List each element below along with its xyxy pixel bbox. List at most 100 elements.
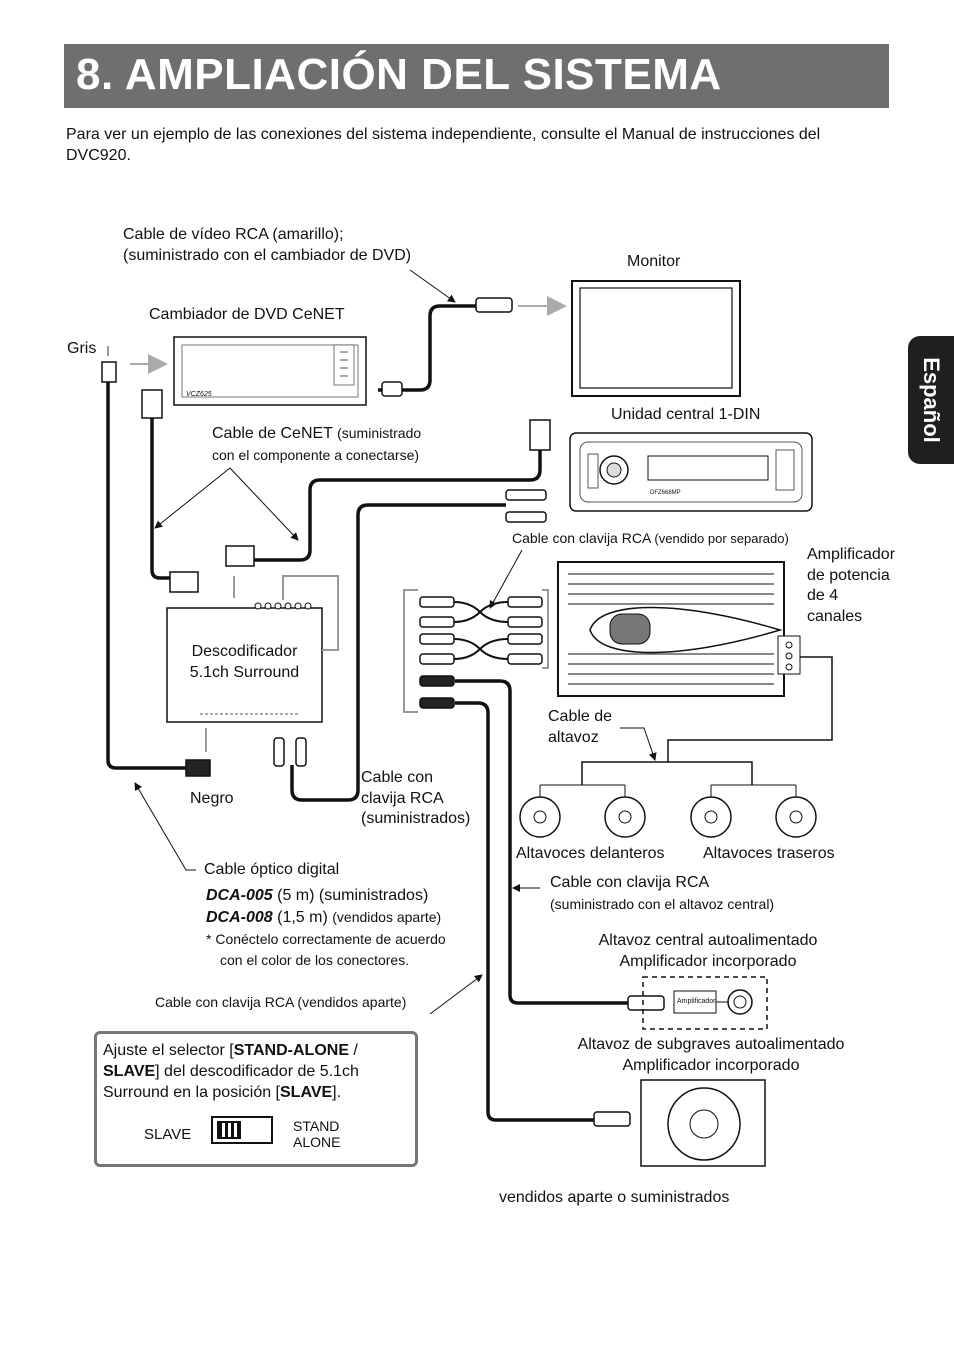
section-title-bar: 8. AMPLIACIÓN DEL SISTEMA — [64, 44, 889, 108]
center-speaker-amp-label: Amplificador — [677, 998, 716, 1005]
rca-aparte-label-main: Cable con clavija RCA — [155, 994, 298, 1010]
negro-label: Negro — [190, 790, 234, 807]
switch-knob — [217, 1121, 241, 1139]
slave-switch-label: SLAVE — [144, 1126, 192, 1143]
dca008-sub: (vendidos aparte) — [332, 909, 442, 925]
decoder-label-line2: 5.1ch Surround — [189, 663, 300, 681]
dca005-length: (5 m) (suministrados) — [272, 887, 429, 904]
rca-center-label-sub: (suministrado con el altavoz central) — [550, 895, 775, 912]
stand-alone-switch-label: STAND ALONE — [293, 1118, 341, 1150]
rear-speakers — [690, 784, 817, 838]
gray-guides — [107, 346, 549, 752]
rca-sub-cable — [455, 701, 596, 1122]
speaker-cable-label-line1: Cable de — [548, 708, 613, 725]
language-tab[interactable]: Español — [908, 336, 954, 464]
cenet-cable-label: Cable de CeNET (suministrado con el comp… — [212, 423, 421, 465]
subwoofer-label-line1: Altavoz de subgraves autoalimentado — [577, 1036, 845, 1053]
video-cable-label-line2: (suministrado con el cambiador de DVD) — [123, 246, 412, 264]
cenet-cable-label-main: Cable de CeNET — [212, 425, 333, 442]
cenet-cable-headunit — [240, 450, 542, 562]
cenet-cable-changer — [150, 410, 178, 580]
rca-supplied-label: Cable con clavija RCA (suministrados) — [361, 768, 470, 830]
amplifier-label-line1: Amplificador — [807, 546, 896, 563]
optical-cable-label: Cable óptico digital — [204, 861, 340, 878]
gris-label: Gris — [67, 340, 97, 357]
front-speakers — [519, 784, 646, 838]
cenet-plug-decoder-b — [225, 545, 255, 567]
subwoofer-label: Altavoz de subgraves autoalimentado Ampl… — [554, 1035, 868, 1076]
subwoofer — [640, 1079, 766, 1167]
head-unit-label: Unidad central 1-DIN — [611, 406, 761, 423]
cables — [106, 304, 630, 1122]
dvd-changer: VCZ625 — [173, 336, 367, 406]
cenet-plug-decoder-a — [169, 571, 199, 593]
video-plug — [475, 297, 513, 313]
rca-aparte-label-sub: (vendidos aparte) — [297, 994, 407, 1010]
pointer-lines — [134, 269, 657, 1015]
dca005-label: DCA-005 (5 m) (suministrados) — [206, 886, 428, 907]
changer-model-mark: VCZ625 — [186, 391, 212, 398]
optical-plug — [185, 759, 211, 777]
dca005-code: DCA-005 — [206, 887, 273, 904]
decoder-label: Descodificador 5.1ch Surround — [172, 642, 317, 683]
rca-aparte-label: Cable con clavija RCA (vendidos aparte) — [155, 992, 406, 1013]
cenet-cable-label-sub2: con el componente a conectarse) — [212, 446, 420, 463]
amplifier-label: Amplificador de potencia de 4 canales — [807, 545, 895, 627]
connector-note: * Conéctelo correctamente de acuerdo con… — [206, 929, 446, 970]
rca-supplied-cable — [290, 503, 506, 802]
speaker-cable-label: Cable de altavoz — [548, 707, 612, 748]
footer-note: vendidos aparte o suministrados — [499, 1189, 730, 1206]
stand-alone-term: STAND-ALONE — [233, 1042, 349, 1059]
dca008-length: (1,5 m) — [272, 909, 333, 926]
center-speaker-label-line1: Altavoz central autoalimentado — [598, 932, 818, 949]
speaker-wiring — [581, 656, 833, 785]
selector-instructions: Ajuste el selector [STAND-ALONE / SLAVE]… — [103, 1042, 359, 1101]
center-speaker-label-line2: Amplificador incorporado — [619, 952, 797, 970]
monitor — [571, 280, 741, 397]
rear-speakers-label: Altavoces traseros — [703, 845, 835, 862]
selector-note-box: Ajuste el selector [STAND-ALONE / SLAVE]… — [94, 1031, 418, 1167]
monitor-label: Monitor — [627, 253, 681, 270]
dca008-code: DCA-008 — [206, 909, 273, 926]
page-title: 8. AMPLIACIÓN DEL SISTEMA — [76, 50, 722, 99]
dca008-label: DCA-008 (1,5 m) (vendidos aparte) — [206, 907, 441, 929]
center-speaker — [642, 976, 768, 1030]
rca-supplied-label-line3: (suministrados) — [361, 810, 471, 827]
head-unit: DFZ668MP — [569, 432, 813, 512]
video-plug-changer — [381, 381, 403, 397]
cenet-plug-changer — [141, 389, 163, 419]
gris-plug — [101, 361, 117, 383]
rca-supplied-label-line2: clavija RCA — [361, 789, 444, 807]
rca-separate-label-main: Cable con clavija RCA — [512, 530, 651, 546]
decoder-label-line1: Descodificador — [191, 643, 298, 660]
four-channel-amplifier — [557, 561, 801, 697]
video-cable — [378, 304, 478, 392]
amplifier-label-line4: canales — [807, 607, 863, 625]
amplifier-label-line3: de 4 — [807, 587, 839, 604]
video-cable-label: Cable de vídeo RCA (amarillo); (suminist… — [123, 225, 411, 266]
slave-term: SLAVE — [103, 1063, 156, 1080]
front-speakers-label: Altavoces delanteros — [516, 845, 665, 862]
cenet-plug-headunit — [529, 419, 551, 451]
rca-separate-label-sub: (vendido por separado) — [654, 531, 789, 546]
head-unit-model-mark: DFZ668MP — [650, 490, 681, 496]
cenet-cable-label-sub1: (suministrado — [337, 425, 422, 441]
dvd-changer-label: Cambiador de DVD CeNET — [149, 306, 345, 323]
connector-note-line1: * Conéctelo correctamente de acuerdo — [206, 931, 446, 947]
connector-note-line2: con el color de los conectores. — [220, 951, 410, 968]
slave-term-2: SLAVE — [280, 1084, 333, 1101]
connectors — [101, 297, 665, 1127]
subwoofer-label-line2: Amplificador incorporado — [622, 1056, 800, 1074]
surround-decoder — [166, 602, 323, 723]
intro-text: Para ver un ejemplo de las conexiones de… — [66, 126, 821, 164]
rca-supplied-label-line1: Cable con — [361, 769, 434, 786]
center-speaker-label: Altavoz central autoalimentado Amplifica… — [560, 931, 856, 972]
rca-separate-label: Cable con clavija RCA (vendido por separ… — [512, 528, 789, 550]
rca-center-label: Cable con clavija RCA (suministrado con … — [550, 873, 774, 914]
rca-center-label-main: Cable con clavija RCA — [550, 874, 710, 891]
speaker-cable-label-line2: altavoz — [548, 728, 599, 746]
optical-cable — [106, 380, 190, 770]
rca-center-cable — [455, 679, 630, 1005]
mode-selector-switch[interactable] — [211, 1116, 273, 1144]
